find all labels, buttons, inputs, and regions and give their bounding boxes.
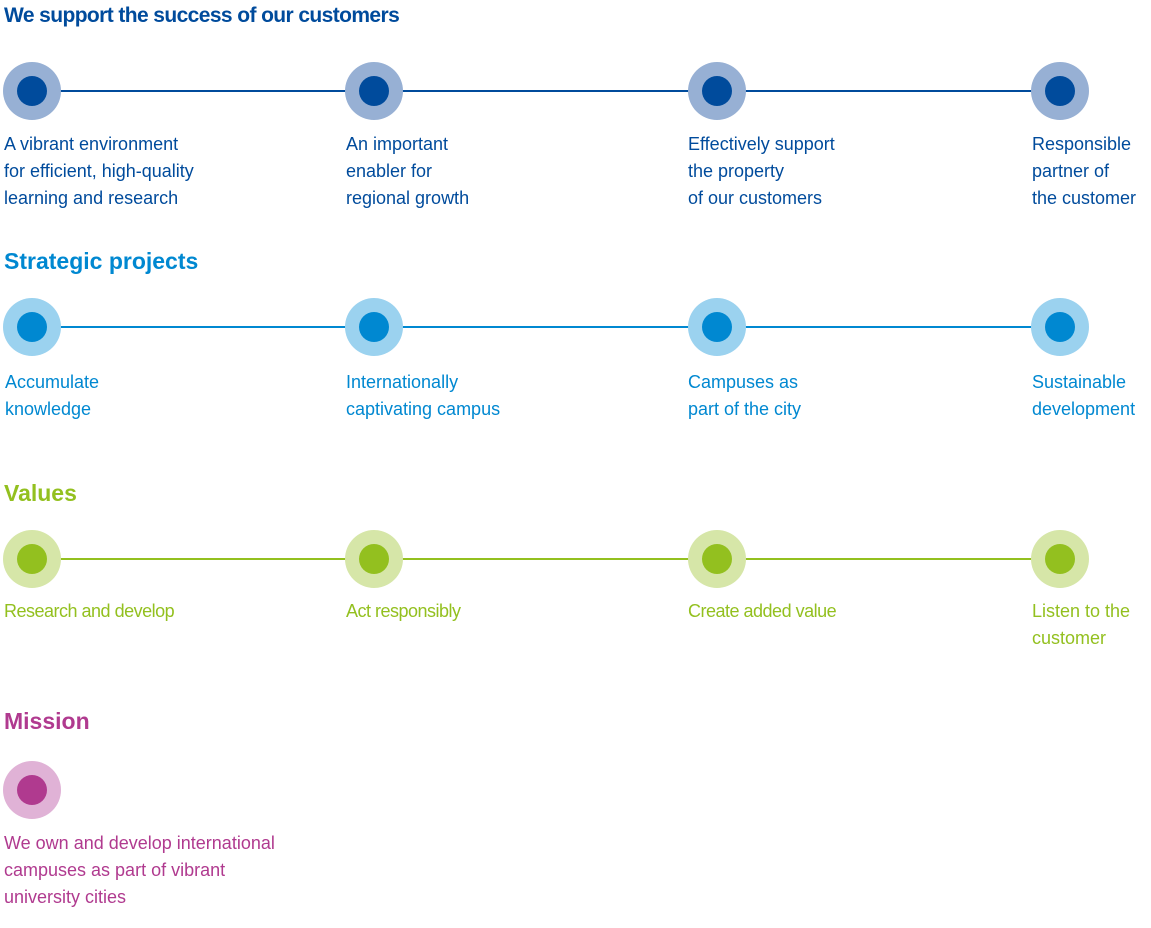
mission-node-1 bbox=[3, 761, 61, 819]
projects-node-3 bbox=[688, 298, 746, 356]
projects-node-1-dot bbox=[17, 312, 47, 342]
success-label-3: Effectively support the property of our … bbox=[688, 134, 835, 208]
values-node-2 bbox=[345, 530, 403, 588]
success-node-2-dot bbox=[359, 76, 389, 106]
mission-title: Mission bbox=[4, 708, 90, 734]
success-node-2 bbox=[345, 62, 403, 120]
success-title: We support the success of our customers bbox=[4, 4, 400, 27]
success-label-4: Responsible partner of the customer bbox=[1032, 134, 1137, 208]
values-label-1: Research and develop bbox=[4, 601, 175, 621]
projects-label-3: Campuses as part of the city bbox=[688, 372, 802, 419]
success-node-3-dot bbox=[702, 76, 732, 106]
success-label-1: A vibrant environment for efficient, hig… bbox=[4, 134, 194, 208]
values-label-2: Act responsibly bbox=[346, 601, 461, 621]
projects-node-2-dot bbox=[359, 312, 389, 342]
success-node-4-dot bbox=[1045, 76, 1075, 106]
values-label-4: Listen to the customer bbox=[1032, 601, 1131, 648]
values-node-3 bbox=[688, 530, 746, 588]
projects-node-2 bbox=[345, 298, 403, 356]
success-node-4 bbox=[1031, 62, 1089, 120]
values-title: Values bbox=[4, 480, 77, 506]
success-node-1 bbox=[3, 62, 61, 120]
success-timeline bbox=[32, 90, 1060, 92]
values-timeline bbox=[32, 558, 1060, 560]
projects-timeline bbox=[32, 326, 1060, 328]
mission-label-1: We own and develop international campuse… bbox=[4, 833, 275, 907]
values-node-3-dot bbox=[702, 544, 732, 574]
projects-label-2: Internationally captivating campus bbox=[346, 372, 501, 419]
projects-label-4: Sustainable development bbox=[1032, 372, 1136, 419]
values-node-2-dot bbox=[359, 544, 389, 574]
projects-node-4 bbox=[1031, 298, 1089, 356]
projects-node-4-dot bbox=[1045, 312, 1075, 342]
values-node-4 bbox=[1031, 530, 1089, 588]
values-label-3: Create added value bbox=[688, 601, 837, 621]
success-node-1-dot bbox=[17, 76, 47, 106]
success-label-2: An important enabler for regional growth bbox=[346, 134, 470, 208]
projects-title: Strategic projects bbox=[4, 248, 199, 274]
projects-node-1 bbox=[3, 298, 61, 356]
success-node-3 bbox=[688, 62, 746, 120]
projects-label-1: Accumulate knowledge bbox=[5, 372, 100, 419]
values-node-4-dot bbox=[1045, 544, 1075, 574]
mission-node-1-dot bbox=[17, 775, 47, 805]
values-node-1-dot bbox=[17, 544, 47, 574]
values-node-1 bbox=[3, 530, 61, 588]
projects-node-3-dot bbox=[702, 312, 732, 342]
